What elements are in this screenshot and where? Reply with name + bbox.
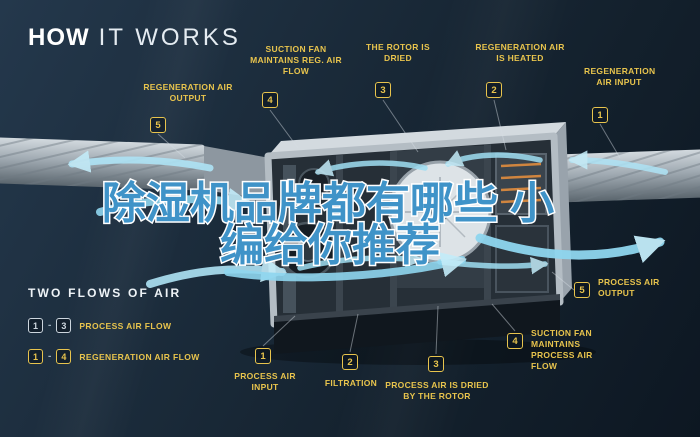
- legend: TWO FLOWS OF AIR 1 - 3 PROCESS AIR FLOW …: [28, 286, 200, 380]
- legend-dash: -: [48, 351, 52, 362]
- legend-regen-label: REGENERATION AIR FLOW: [79, 351, 200, 362]
- legend-process-start-badge: 1: [28, 318, 43, 333]
- regen-suction-fan: [298, 168, 330, 200]
- process-callout-badge-2: 2: [342, 354, 358, 370]
- process-callout-badge-3: 3: [428, 356, 444, 372]
- legend-process-label: PROCESS AIR FLOW: [79, 320, 172, 331]
- legend-row-regeneration: 1 - 4 REGENERATION AIR FLOW: [28, 349, 200, 364]
- page-title: HOW IT WORKS: [28, 24, 241, 52]
- left-duct-funnel: [204, 146, 270, 200]
- regen-callout-badge-4: 4: [262, 92, 278, 108]
- regen-callout-badge-5: 5: [150, 117, 166, 133]
- regen-callout-label-1: REGENERATION AIR INPUT: [584, 66, 656, 88]
- regen-callout-badge-3: 3: [375, 82, 391, 98]
- process-callout-badge-1: 1: [255, 348, 271, 364]
- legend-dash: -: [48, 320, 52, 331]
- process-callout-label-5: PROCESS AIR OUTPUT: [598, 277, 660, 299]
- process-callout-label-2: FILTRATION: [324, 378, 378, 388]
- process-callout-label-1: PROCESS AIR INPUT: [234, 371, 296, 393]
- legend-regen-end-badge: 4: [56, 349, 72, 364]
- process-callout-badge-5: 5: [574, 282, 590, 298]
- regen-callout-label-5: REGENERATION AIR OUTPUT: [143, 82, 233, 104]
- regen-callout-badge-2: 2: [486, 82, 502, 98]
- process-callout-label-3: PROCESS AIR IS DRIED BY THE ROTOR: [385, 380, 489, 402]
- process-callout-badge-4: 4: [507, 333, 523, 349]
- leader-lines: [157, 99, 621, 355]
- legend-heading: TWO FLOWS OF AIR: [28, 286, 182, 300]
- title-light: IT WORKS: [98, 24, 241, 51]
- regen-callout-label-2: REGENERATION AIR IS HEATED: [475, 42, 565, 64]
- title-bold: HOW: [28, 24, 90, 51]
- legend-row-process: 1 - 3 PROCESS AIR FLOW: [28, 318, 200, 333]
- legend-process-end-badge: 3: [56, 318, 72, 333]
- regen-callout-label-3: THE ROTOR IS DRIED: [366, 42, 430, 64]
- process-callout-label-4: SUCTION FAN MAINTAINS PROCESS AIR FLOW: [531, 328, 593, 372]
- regen-callout-badge-1: 1: [592, 107, 608, 123]
- regen-callout-label-4: SUCTION FAN MAINTAINS REG. AIR FLOW: [250, 44, 342, 77]
- legend-regen-start-badge: 1: [28, 349, 43, 364]
